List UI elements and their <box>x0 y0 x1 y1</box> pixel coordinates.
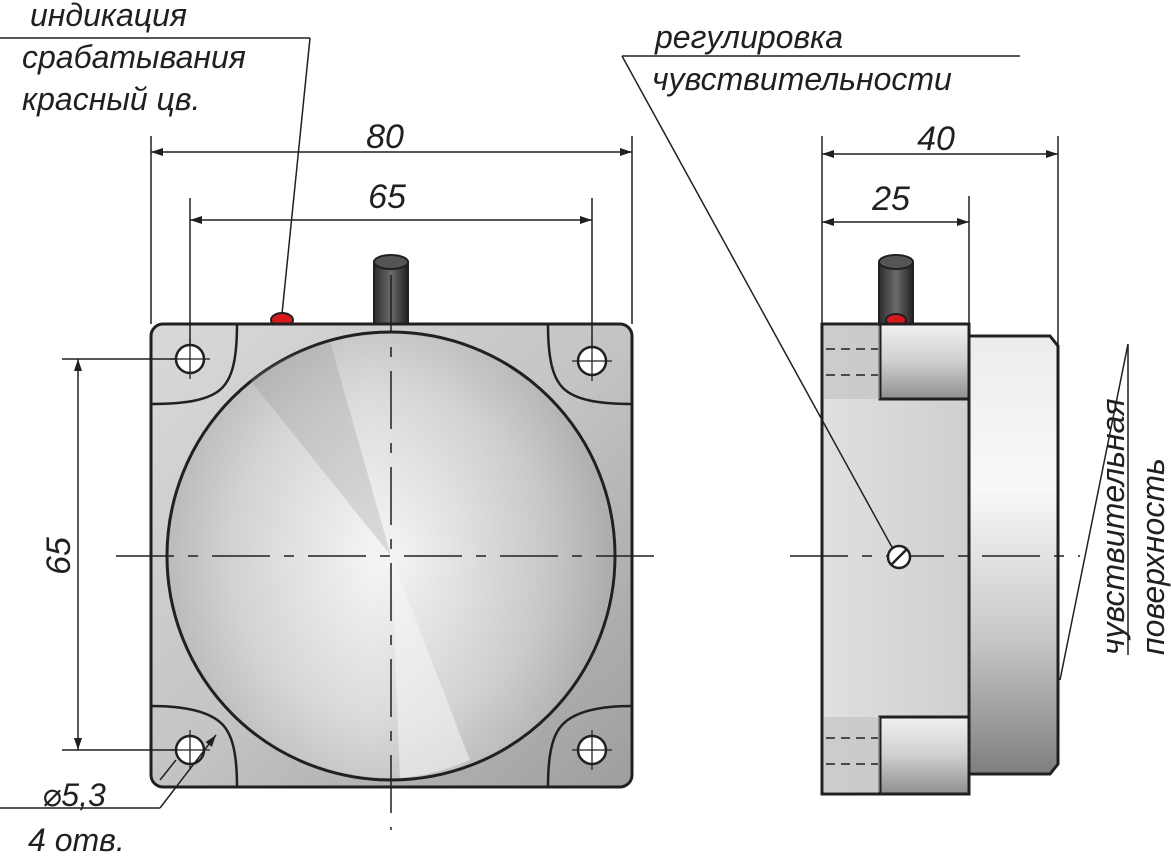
dimension-80-label: 80 <box>366 118 404 156</box>
dimension-65-vertical: 65 <box>40 358 176 751</box>
hole-callout: ⌀5,3 4 отв. <box>0 734 217 857</box>
dimension-65-horizontal: 65 <box>189 178 593 347</box>
dimension-40: 40 <box>821 120 1059 346</box>
hole-count-label: 4 отв. <box>28 822 125 857</box>
front-view: 80 65 65 ⌀5,3 4 отв. индикация <box>0 0 666 857</box>
adjustment-screw-icon <box>886 544 912 570</box>
side-bottom-block <box>878 715 971 796</box>
side-top-block <box>878 322 971 401</box>
dimension-25-label: 25 <box>871 180 910 218</box>
center-lines <box>116 275 666 830</box>
indication-label-line2: срабатывания <box>22 39 246 75</box>
dimension-80: 80 <box>150 118 633 324</box>
dimension-65-horizontal-label: 65 <box>368 178 406 216</box>
side-view: 40 25 регулировка чувствительности чувст… <box>621 19 1171 796</box>
corner-pads <box>150 323 633 788</box>
surface-callout: чувствительная поверхность <box>1059 343 1171 681</box>
adjust-label-line1: регулировка <box>654 19 843 55</box>
indication-label-line3: красный цв. <box>22 81 200 117</box>
sensing-cylinder <box>967 334 1060 776</box>
surface-label-line2: поверхность <box>1135 458 1171 655</box>
dimension-25: 25 <box>822 180 970 324</box>
dimension-65-vertical-label: 65 <box>40 537 78 575</box>
hole-diameter-label: ⌀5,3 <box>42 777 106 813</box>
adjust-label-line2: чувствительности <box>652 61 952 97</box>
hidden-hole-lines <box>826 348 878 765</box>
surface-label-line1: чувствительная <box>1095 399 1131 655</box>
adjust-callout: регулировка чувствительности <box>621 19 1020 550</box>
indication-callout: индикация срабатывания красный цв. <box>0 0 311 315</box>
indication-label-line1: индикация <box>30 0 187 33</box>
dimension-40-label: 40 <box>917 120 955 158</box>
